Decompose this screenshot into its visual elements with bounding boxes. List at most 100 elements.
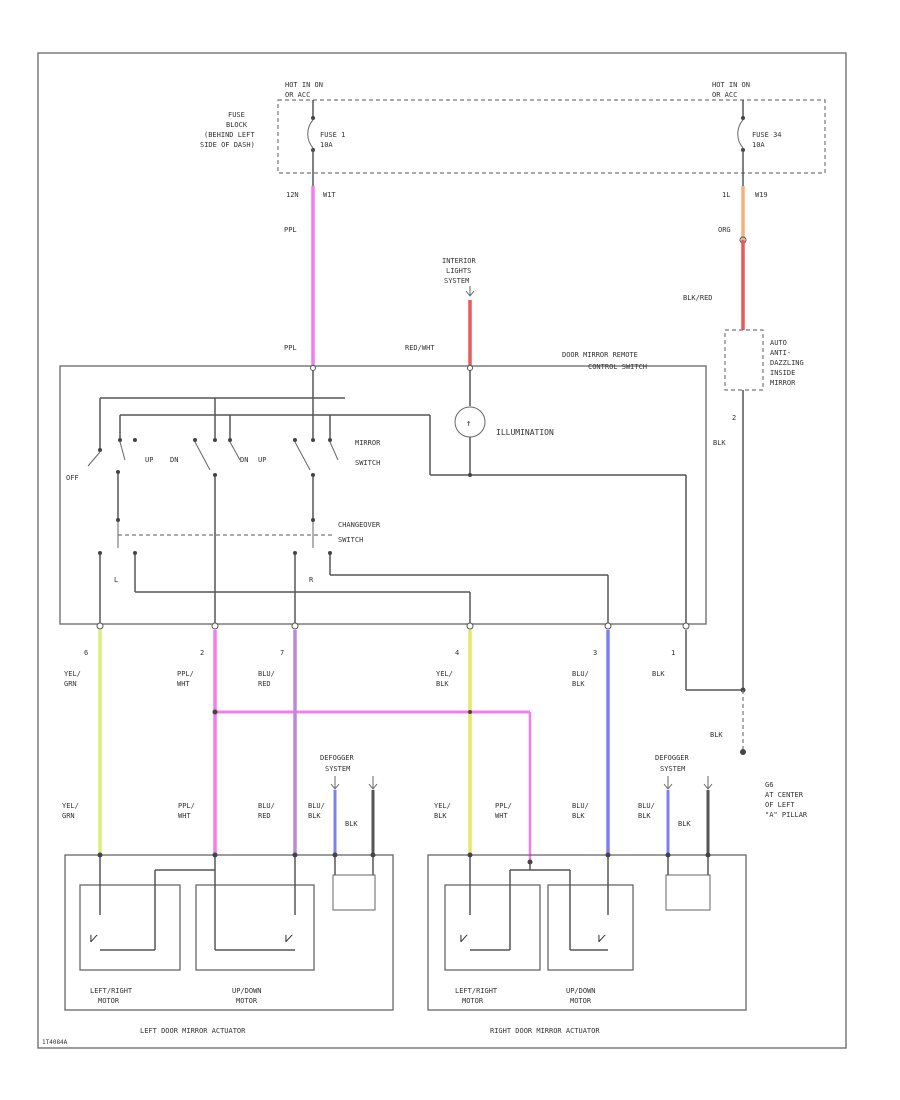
fuse-block-label-4: SIDE OF DASH): [200, 141, 255, 149]
auto-mirror-label-5: MIRROR: [770, 379, 796, 387]
pin-w1t: W1T: [323, 191, 336, 199]
pin-6: 6: [84, 649, 88, 657]
left-lr-motor-icon: ⩗: [90, 930, 98, 946]
fuse-1-amp: 10A: [320, 141, 333, 149]
defog-right-blu-blk-1: BLU/: [638, 802, 655, 810]
ground-label-3: OF LEFT: [765, 801, 795, 809]
corner-code: 1T4084A: [42, 1039, 68, 1046]
changeover-label-2: SWITCH: [338, 536, 363, 544]
left-lr-motor-box: [79, 884, 181, 971]
pin-7: 7: [280, 649, 284, 657]
control-switch-label-1: DOOR MIRROR REMOTE: [562, 351, 638, 359]
wire-blk-red-label: BLK/RED: [683, 294, 713, 302]
left-ud-motor-icon: ⩗: [285, 930, 293, 946]
fuse-block-label-1: FUSE: [228, 111, 245, 119]
changeover-r-mark: R: [309, 576, 314, 584]
switch-label-dn-1: DN: [170, 456, 178, 464]
auto-mirror-label-1: AUTO: [770, 339, 787, 347]
wire-ppl-label-top: PPL: [284, 226, 297, 234]
left-defog-element: [332, 874, 376, 911]
wire-ppl-wht-label-lower-2: WHT: [178, 812, 191, 820]
wire-yel-blk-label-lower-1: YEL/: [434, 802, 451, 810]
auto-mirror-label-3: DAZZLING: [770, 359, 804, 367]
right-lr-motor-label-2: MOTOR: [462, 997, 484, 1005]
fuse-block-label-3: (BEHIND LEFT: [204, 131, 255, 139]
mirror-switch-label-2: SWITCH: [355, 459, 380, 467]
right-ud-motor-label-1: UP/DOWN: [566, 987, 596, 995]
defogger-right-label-1: DEFOGGER: [655, 754, 690, 762]
illumination-label: ILLUMINATION: [496, 428, 554, 437]
right-actuator-label: RIGHT DOOR MIRROR ACTUATOR: [490, 1027, 600, 1035]
wire-yel-grn-label-lower-2: GRN: [62, 812, 75, 820]
wire-org-label: ORG: [718, 226, 731, 234]
interior-label-1: INTERIOR: [442, 257, 477, 265]
defogger-left-label-1: DEFOGGER: [320, 754, 355, 762]
auto-mirror-pin: 2: [732, 414, 736, 422]
wire-red-wht-label: RED/WHT: [405, 344, 435, 352]
off-label: OFF: [66, 474, 79, 482]
defog-right-blk: BLK: [678, 820, 691, 828]
hot-right-label-2: OR ACC: [712, 91, 737, 99]
left-ud-motor-label-1: UP/DOWN: [232, 987, 262, 995]
pin-1l: 1L: [722, 191, 730, 199]
changeover-l-mark: L: [114, 576, 118, 584]
wire-yel-grn-label-2: GRN: [64, 680, 77, 688]
hot-right-label: HOT IN ON: [712, 81, 750, 89]
defog-left-blu-blk-1: BLU/: [308, 802, 325, 810]
right-defog-element: [665, 874, 711, 911]
left-actuator-box: [64, 854, 394, 1011]
svg-text:↑: ↑: [466, 419, 471, 429]
wire-blu-blk-label-2: BLK: [572, 680, 585, 688]
switch-label-dn-2: DN: [240, 456, 248, 464]
defogger-right-label-2: SYSTEM: [660, 765, 685, 773]
defog-right-blu-blk-2: BLK: [638, 812, 651, 820]
control-switch-box: [59, 365, 707, 625]
ground-blk-label: BLK: [710, 731, 723, 739]
wire-yel-blk-label-lower-2: BLK: [434, 812, 447, 820]
wire-yel-blk-label-1: YEL/: [436, 670, 453, 678]
wire-yel-grn-label-lower-1: YEL/: [62, 802, 79, 810]
wire-blk-label: BLK: [652, 670, 665, 678]
wire-blu-blk-label-lower-2: BLK: [572, 812, 585, 820]
hot-left-label-2: OR ACC: [285, 91, 310, 99]
fuse-34-label: FUSE 34: [752, 131, 782, 139]
wire-blu-red-label-1: BLU/: [258, 670, 275, 678]
pin-1: 1: [671, 649, 675, 657]
wire-ppl-wht-label-lower-1: PPL/: [178, 802, 195, 810]
wire-yel-blk-label-2: BLK: [436, 680, 449, 688]
ground-label-4: "A" PILLAR: [765, 811, 808, 819]
fuse-1-symbol: [307, 119, 314, 149]
right-ud-motor-box: [547, 884, 634, 971]
wire-blu-blk-label-1: BLU/: [572, 670, 589, 678]
defogger-left-label-2: SYSTEM: [325, 765, 350, 773]
wire-blu-red-label-lower-1: BLU/: [258, 802, 275, 810]
hot-left-label: HOT IN ON: [285, 81, 323, 89]
left-actuator-label: LEFT DOOR MIRROR ACTUATOR: [140, 1027, 246, 1035]
wire-blk-auto-label: BLK: [713, 439, 726, 447]
left-lr-motor-label-1: LEFT/RIGHT: [90, 987, 133, 995]
control-switch-label-2: CONTROL SWITCH: [588, 363, 647, 371]
right-lr-motor-box: [444, 884, 541, 971]
pin-w19: W19: [755, 191, 768, 199]
left-ud-motor-label-2: MOTOR: [236, 997, 258, 1005]
fuse-block-box: [277, 99, 826, 174]
interior-label-3: SYSTEM: [444, 277, 469, 285]
wire-yel-grn-label-1: YEL/: [64, 670, 81, 678]
wire-ppl-wht-label-lower-r-2: WHT: [495, 812, 508, 820]
pin-2: 2: [200, 649, 204, 657]
ground-label-2: AT CENTER: [765, 791, 804, 799]
right-lr-motor-icon: ⩗: [460, 930, 468, 946]
fuse-1-label: FUSE 1: [320, 131, 345, 139]
wire-ppl-wht-label-2: WHT: [177, 680, 190, 688]
defog-left-blk: BLK: [345, 820, 358, 828]
auto-mirror-label-4: INSIDE: [770, 369, 795, 377]
right-ud-motor-icon: ⩗: [598, 930, 606, 946]
auto-mirror-label-2: ANTI-: [770, 349, 791, 357]
mirror-switch-contacts: [87, 398, 339, 477]
pin-12n: 12N: [286, 191, 299, 199]
pin-3: 3: [593, 649, 597, 657]
wire-blu-red-label-2: RED: [258, 680, 271, 688]
wire-blu-red-label-lower-2: RED: [258, 812, 271, 820]
